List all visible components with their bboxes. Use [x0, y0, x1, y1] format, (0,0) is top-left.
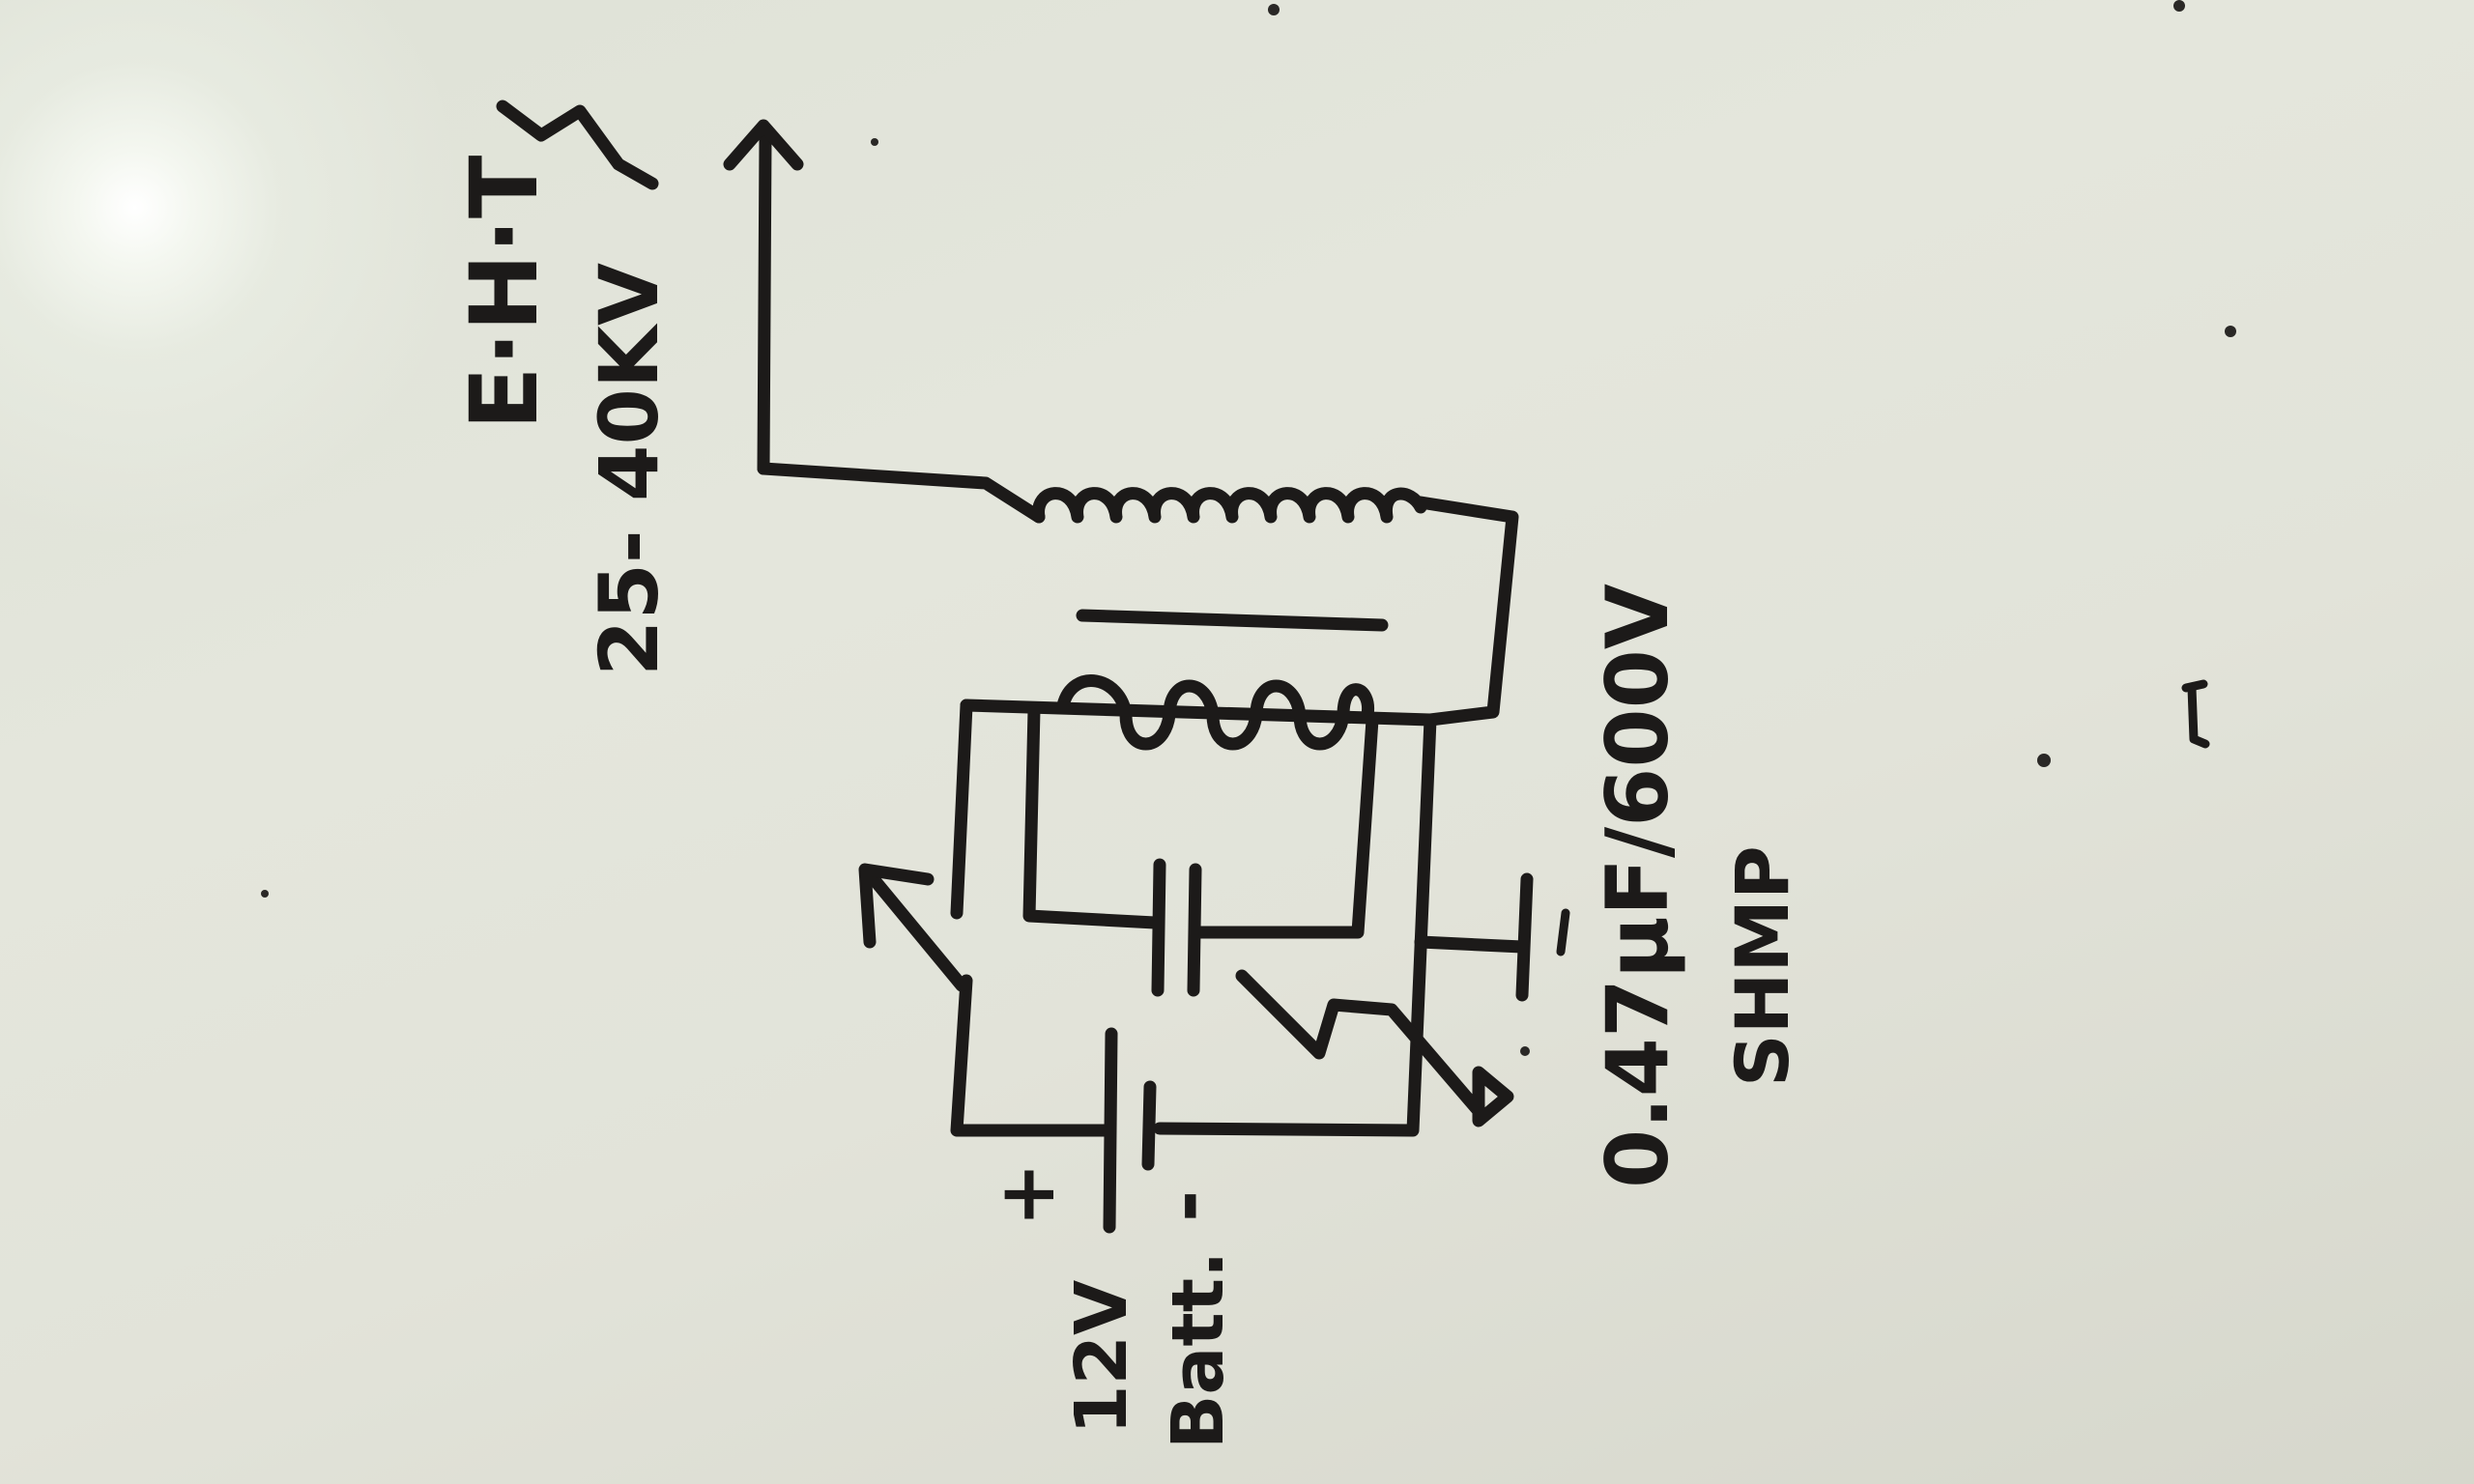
tank-left-outer: [950, 699, 973, 920]
tank-circuit-frame: [960, 699, 1437, 727]
transformer-core: [1076, 609, 1389, 632]
tank-capacitor-plate-a: [1151, 858, 1166, 997]
capacitor-type-label: SHMP: [1719, 845, 1805, 1087]
tank-left-inner: [1022, 703, 1162, 929]
output-capacitor-plate: [1515, 872, 1534, 1002]
tank-right-inner: [1192, 713, 1379, 939]
battery-plate-short: [1141, 1080, 1157, 1171]
battery-minus-label: -: [1141, 1190, 1231, 1222]
spark-gap-arrow-icon: [1235, 969, 1485, 1118]
tank-capacitor-plate-b: [1187, 863, 1202, 997]
eht-range-label: 25- 40KV: [582, 263, 676, 676]
output-capacitor-tick: [1556, 908, 1570, 956]
variable-arrowhead: [858, 863, 935, 949]
spark-gap-arrowhead: [1472, 1066, 1514, 1127]
capacitor-value-label: 0.47µF/600V: [1588, 584, 1687, 1188]
battery-voltage-label: 12V: [1060, 1280, 1143, 1435]
variable-arrow-icon: [863, 868, 968, 992]
output-capacitor-lead: [1414, 935, 1529, 954]
secondary-winding: [1032, 487, 1427, 524]
board-marks: [261, 0, 2236, 1056]
eht-label: E·H·T: [450, 156, 559, 430]
battery-plus-label: +: [982, 1162, 1072, 1227]
battery-plate-long: [1103, 1027, 1118, 1234]
hv-output-arrow-icon: [723, 119, 804, 171]
battery-name-label: Batt.: [1157, 1251, 1240, 1449]
hv-output-lead: [757, 133, 772, 475]
secondary-lead-left: [757, 462, 1046, 524]
primary-winding: [1056, 674, 1375, 751]
lightning-icon: [496, 100, 659, 190]
battery-branch-left: [950, 974, 1113, 1137]
tank-right-outer: [1153, 713, 1437, 1137]
secondary-lead-right: [1414, 496, 1519, 727]
